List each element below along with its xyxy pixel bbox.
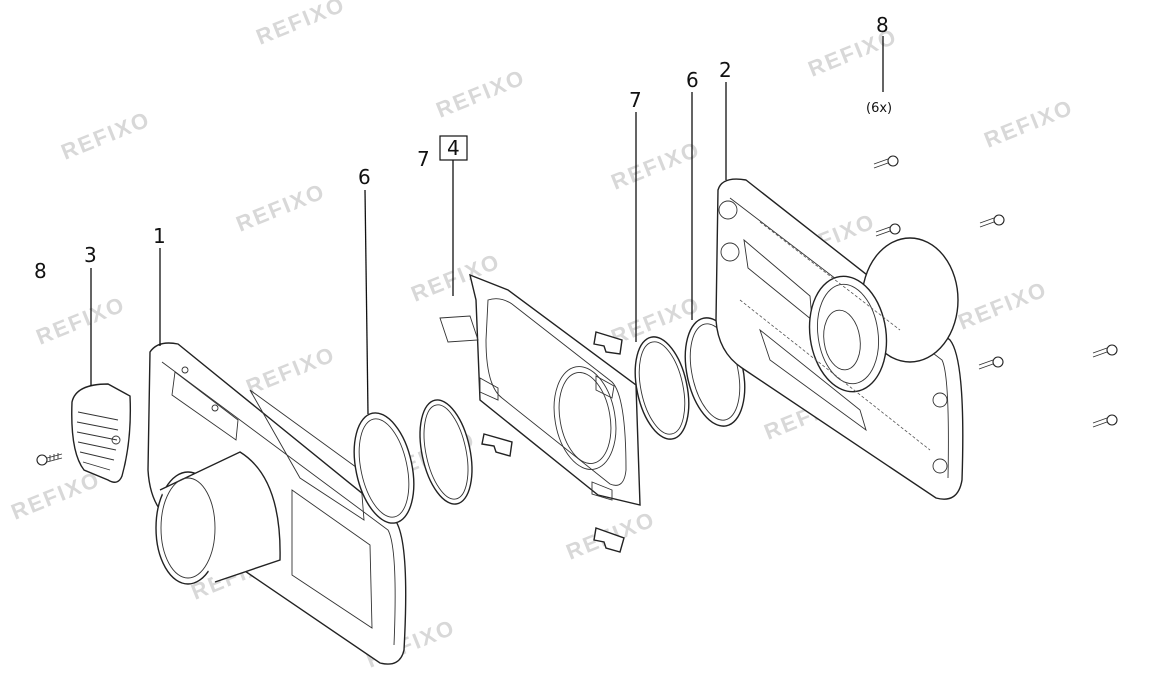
- watermark: REFIXO: [33, 291, 129, 349]
- watermark: REFIXO: [608, 136, 704, 194]
- part-4-callout-box: [439, 135, 468, 161]
- part-2-rear-housing: [715, 178, 964, 500]
- screw-right-6: [1092, 414, 1118, 428]
- callout-part-2: 2: [719, 58, 732, 82]
- callout-part-7-right: 7: [629, 88, 642, 112]
- callout-part-3: 3: [84, 243, 97, 267]
- screw-left: [36, 453, 63, 466]
- screw-right-5: [1092, 344, 1118, 358]
- part-3-end-cap: [71, 383, 132, 483]
- leader-lines: [90, 36, 884, 415]
- callout-part-1: 1: [153, 224, 166, 248]
- callout-part-8-quantity: (6x): [866, 101, 892, 116]
- watermark: REFIXO: [8, 466, 104, 524]
- watermark: REFIXO: [433, 64, 529, 122]
- callout-part-8-right: 8: [876, 13, 889, 37]
- watermark: REFIXO: [243, 341, 339, 399]
- leader-part-6-left: [364, 189, 369, 415]
- part-1-front-housing: [147, 342, 407, 665]
- callout-part-8-left: 8: [34, 259, 47, 283]
- clip-upper: [593, 331, 623, 355]
- clip-lower: [593, 527, 625, 553]
- callout-labels: 8 3 1 6 7 4 7 6 2 8 (6x): [34, 13, 892, 283]
- callout-part-4: 4: [447, 136, 460, 160]
- callout-part-6-right: 6: [686, 68, 699, 92]
- screw-right-2: [875, 223, 901, 237]
- screw-right-1: [873, 155, 899, 169]
- callout-part-7-left: 7: [417, 147, 430, 171]
- watermark: REFIXO: [233, 178, 329, 236]
- part-6-ring-left: [353, 412, 415, 524]
- part-7-ring-right: [634, 336, 690, 440]
- part-7-ring-left: [419, 399, 473, 505]
- screw-right-3: [979, 214, 1005, 228]
- screw-right-4: [978, 356, 1004, 370]
- watermark: REFIXO: [981, 94, 1077, 152]
- clip-mid: [481, 433, 513, 457]
- part-4-center-frame: [439, 273, 641, 506]
- watermark: REFIXO: [955, 276, 1051, 334]
- watermark: REFIXO: [253, 0, 349, 50]
- callout-part-6-left: 6: [358, 165, 371, 189]
- watermark: REFIXO: [58, 106, 154, 164]
